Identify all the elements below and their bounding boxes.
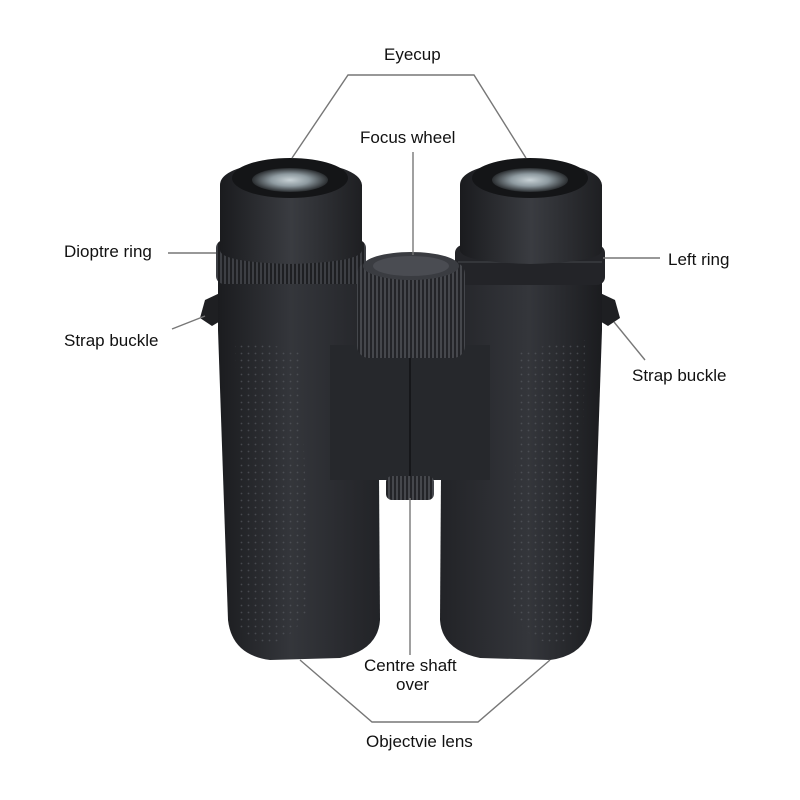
- centre-shaft-label-line1: Centre shaft: [364, 656, 457, 675]
- objective-lens-label: Objectvie lens: [366, 732, 473, 751]
- strap-buckle-left-leader: [171, 315, 206, 330]
- focus-wheel-label: Focus wheel: [360, 128, 456, 147]
- binoculars-body: [200, 158, 620, 660]
- left-eyepiece-lens: [252, 168, 328, 192]
- centre-shaft-knob: [386, 476, 434, 500]
- centre-shaft-label-line2: over: [396, 675, 430, 694]
- dioptre-ring-label: Dioptre ring: [64, 242, 152, 261]
- right-eyepiece-lens: [492, 168, 568, 192]
- left-ring-label: Left ring: [668, 250, 730, 269]
- strap-buckle-right-label: Strap buckle: [632, 366, 727, 385]
- strap-buckle-right-shape: [598, 292, 620, 326]
- focus-wheel-shape: [357, 262, 465, 358]
- strap-buckle-right-leader: [613, 321, 646, 361]
- eyecup-label: Eyecup: [384, 45, 441, 64]
- strap-buckle-left-label: Strap buckle: [64, 331, 159, 350]
- leader-lines: [168, 74, 660, 723]
- strap-buckle-left-shape: [200, 292, 222, 326]
- eyecup-leader: [291, 74, 527, 159]
- objective-lens-leader: [299, 659, 551, 723]
